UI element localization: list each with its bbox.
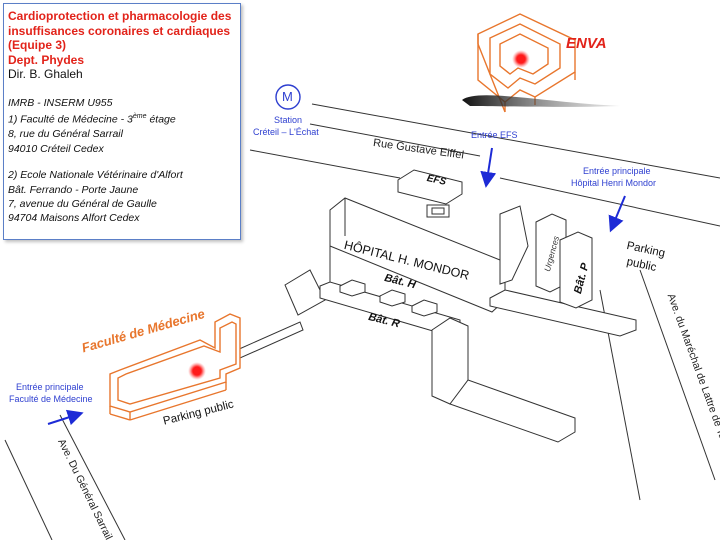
entree-faculte-label-line-1: Entrée principale bbox=[16, 382, 84, 392]
metro-icon bbox=[275, 84, 301, 110]
faculte-medecine-building bbox=[109, 313, 241, 421]
address-1-line-1: IMRB - INSERM U955 bbox=[8, 97, 113, 109]
entree-hopital-label-line-1: Entrée principale bbox=[583, 166, 651, 176]
enva-swoosh bbox=[462, 95, 620, 107]
address-1-line-2: 1) Faculté de Médecine - 3ème étage bbox=[8, 113, 176, 126]
entree-faculte-label-line-2: Faculté de Médecine bbox=[9, 394, 93, 404]
address-1-line-3: 8, rue du Général Sarrail bbox=[8, 128, 123, 141]
entree-hopital-label-line-2: Hôpital Henri Mondor bbox=[571, 178, 657, 188]
team-title-line-3: (Equipe 3) bbox=[8, 38, 67, 52]
team-title-line-2: insuffisances coronaires et cardiaques bbox=[8, 23, 231, 38]
entree-efs-label: Entrée EFS bbox=[471, 130, 518, 140]
hopital-mondor-building bbox=[319, 169, 637, 443]
team-title-line-1: Cardioprotection et pharmacologie des bbox=[8, 9, 232, 23]
address-2-line-4: 94704 Maisons Alfort Cedex bbox=[8, 212, 140, 225]
corridor bbox=[236, 269, 326, 359]
station-label-line-1: Station bbox=[274, 115, 303, 125]
address-2-line-1: 2) Ecole Nationale Vétérinaire d'Alfort bbox=[8, 169, 183, 182]
department-name: Dept. Phydes bbox=[8, 52, 85, 67]
address-2-line-2: Bât. Ferrando - Porte Jaune bbox=[8, 183, 139, 196]
address-2-line-3: 7, avenue du Général de Gaulle bbox=[8, 197, 157, 210]
entrance-arrows bbox=[47, 147, 626, 426]
address-1-line-4: 94010 Créteil Cedex bbox=[8, 142, 104, 155]
info-panel: Cardioprotection et pharmacologie des in… bbox=[3, 3, 241, 240]
metro-letter: M bbox=[282, 89, 293, 104]
director-name: Dir. B. Ghaleh bbox=[8, 67, 83, 81]
enva-label: ENVA bbox=[566, 35, 607, 52]
station-label-line-2: Créteil – L'Échat bbox=[253, 127, 319, 137]
